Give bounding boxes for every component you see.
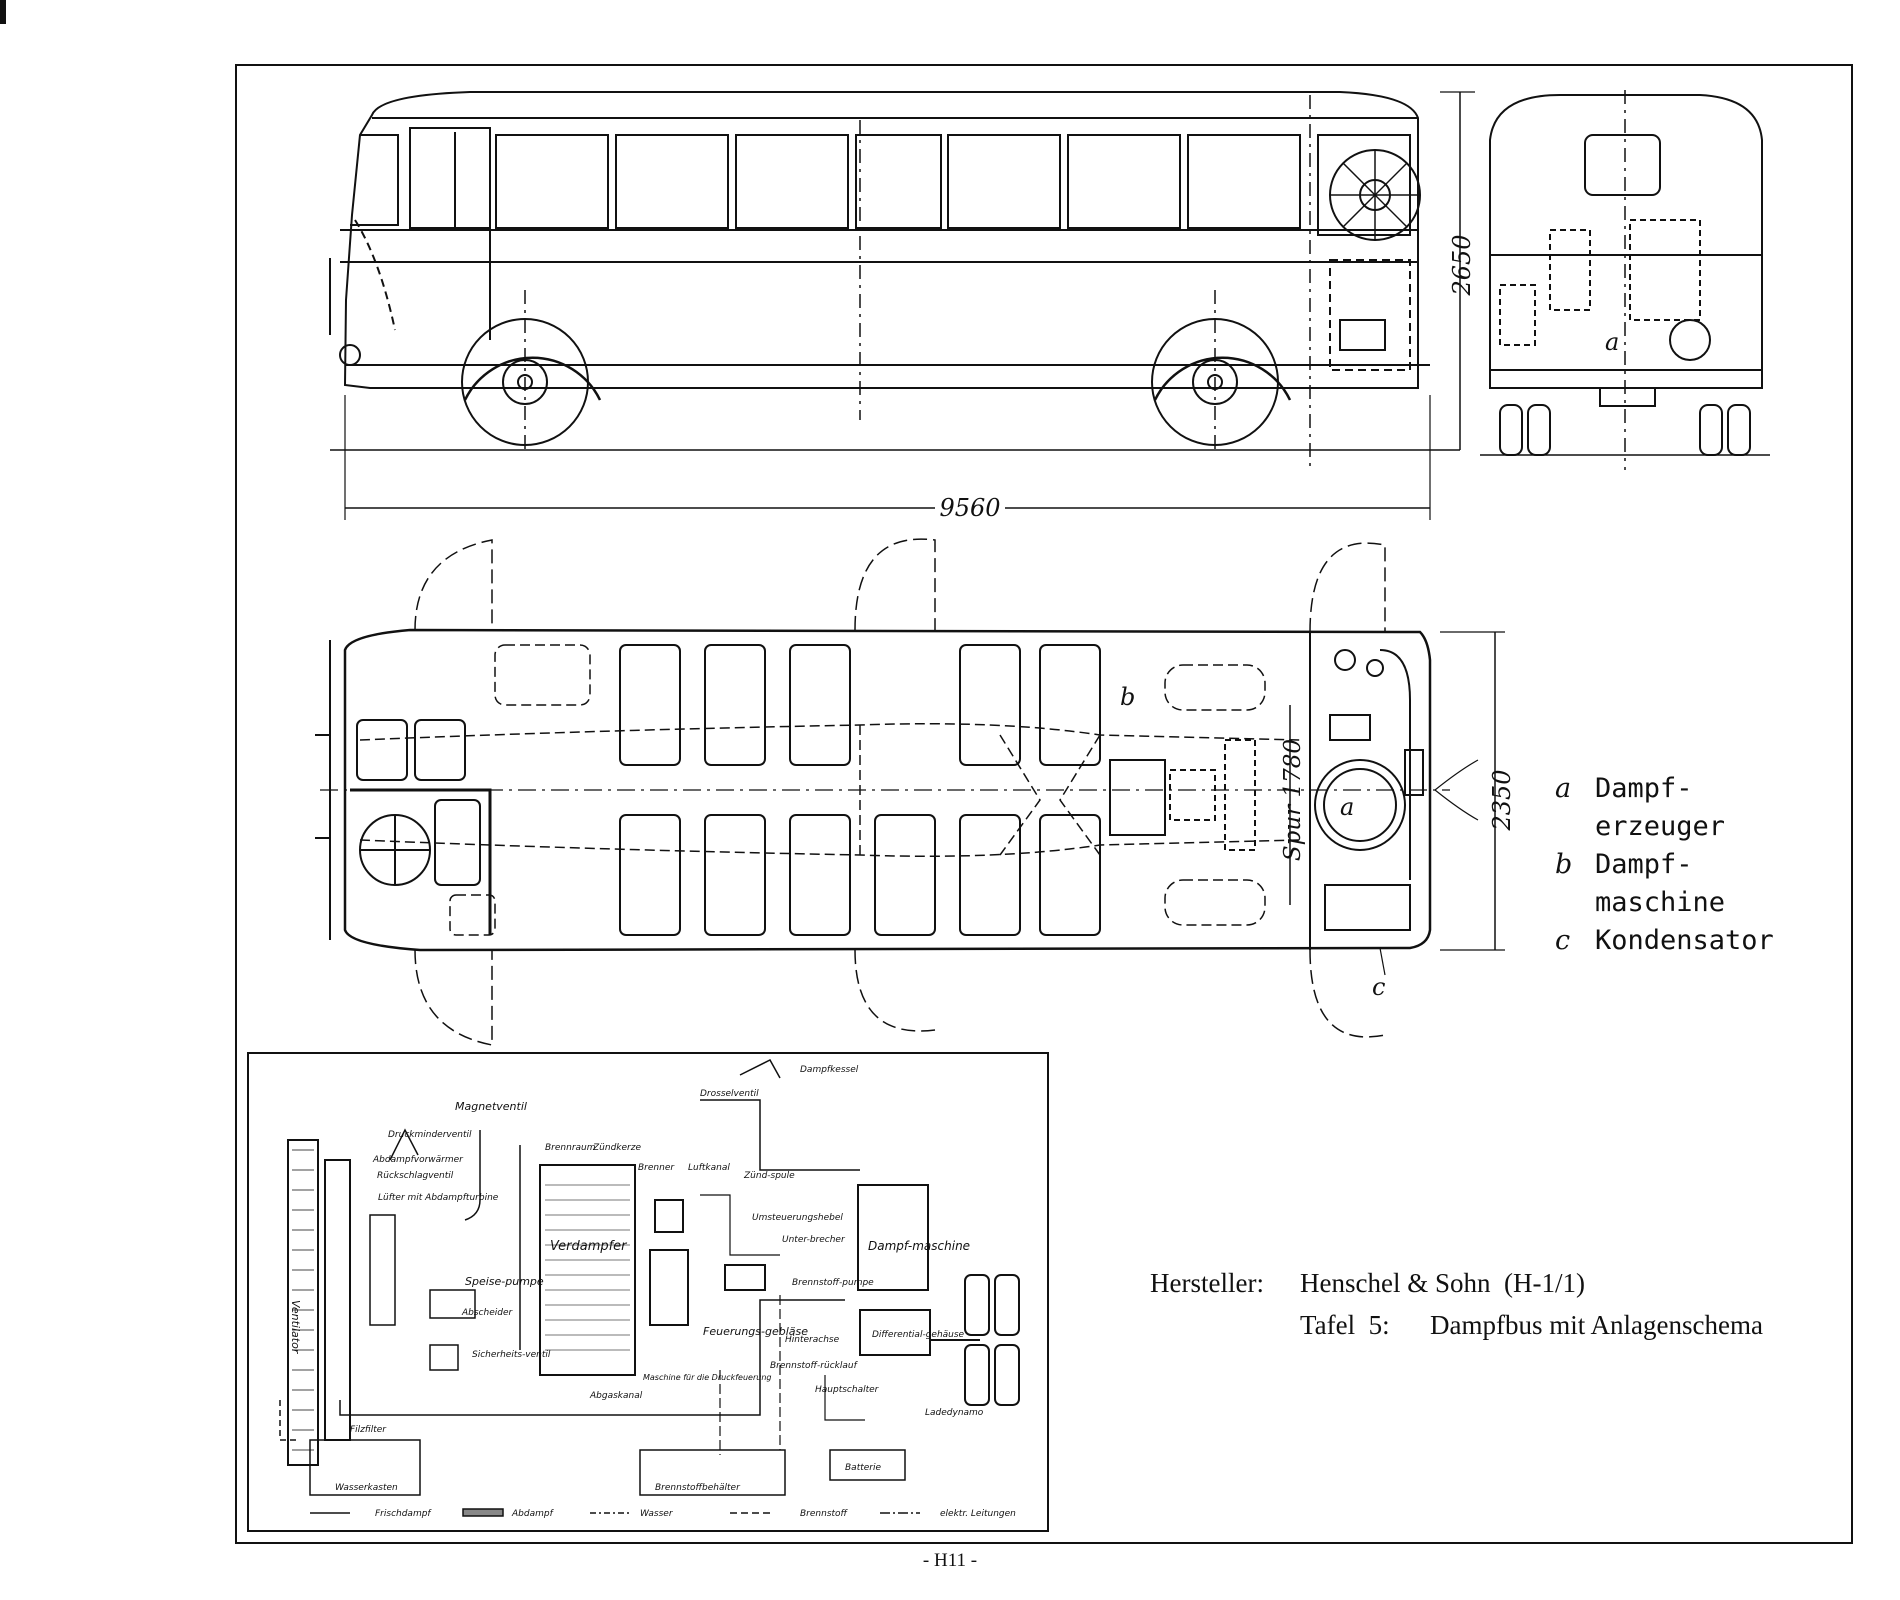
side-elevation-view: 2650 9560 (329, 91, 1476, 522)
schema-label-wasserkasten: Wasserkasten (335, 1483, 398, 1493)
schema-label-ladedynamo: Ladedynamo (925, 1408, 984, 1418)
schema-label-feuerungsgeblaese: Feuerungs-gebläse (703, 1325, 808, 1338)
schema-label-umsteuerungshebel: Umsteuerungshebel (752, 1213, 843, 1223)
schema-label-filzfilter: Filzfilter (350, 1425, 387, 1435)
schema-key-elektr: elektr. Leitungen (940, 1509, 1016, 1519)
schema-label-brennstoffpumpe: Brennstoff-pumpe (792, 1278, 874, 1288)
schema-label-sicherheitsventil: Sicherheits-ventil (472, 1350, 551, 1360)
schema-label-dampfmaschine: Dampf-maschine (868, 1239, 970, 1253)
schema-label-drosselventil: Drosselventil (700, 1089, 759, 1099)
legend-item-b-cont: maschine (1555, 884, 1855, 922)
schema-label-differential: Differential-gehäuse (872, 1330, 965, 1340)
table-label: Tafel 5: (1300, 1310, 1390, 1340)
schema-label-unterbrecher: Unter-brecher (782, 1235, 846, 1245)
legend-key: b (1555, 849, 1573, 880)
schema-label-brenner: Brenner (638, 1163, 675, 1173)
dim-length-label: 9560 (939, 494, 1000, 522)
plan-callout-a: a (1340, 793, 1354, 821)
schema-label-abgaskanal: Abgaskanal (589, 1391, 643, 1401)
schema-label-luefter: Lüfter mit Abdampfturbine (378, 1193, 499, 1203)
schema-label-hauptschalter: Hauptschalter (815, 1385, 880, 1395)
schema-label-magnetventil: Magnetventil (455, 1100, 527, 1113)
schema-label-dampfkessel: Dampfkessel (800, 1065, 859, 1075)
schema-label-abscheider: Abscheider (461, 1308, 513, 1318)
schema-label-brennstoffbehaelter: Brennstoffbehälter (655, 1483, 741, 1493)
schema-label-luftkanal: Luftkanal (688, 1163, 730, 1173)
dim-track-label: Spur 1780 (1280, 739, 1306, 861)
legend-text: Kondensator (1595, 925, 1774, 956)
component-legend: a Dampf- erzeuger b Dampf- maschine c Ko… (1555, 770, 1855, 960)
schema-key-frischdampf: Frischdampf (375, 1509, 432, 1519)
rear-elevation-view: a (1480, 90, 1770, 470)
schema-label-zuendspule: Zünd-spule (743, 1171, 795, 1181)
dim-height-label: 2650 (1448, 234, 1476, 296)
legend-text: erzeuger (1595, 811, 1726, 842)
plan-view: b a c Spur 1780 2350 (315, 538, 1516, 1046)
legend-text: maschine (1595, 887, 1726, 918)
schema-key-wasser: Wasser (640, 1509, 674, 1519)
table-title: Dampfbus mit Anlagenschema (1430, 1310, 1763, 1340)
plate-frame (235, 64, 1853, 1544)
plan-callout-c: c (1372, 973, 1385, 1001)
legend-text: Dampf- (1595, 849, 1693, 880)
schema-label-verdampfer: Verdampfer (550, 1239, 628, 1254)
schema-label-abdampfvorwaermer: Abdampfvorwärmer (372, 1155, 464, 1165)
maker-label: Hersteller: (1150, 1268, 1264, 1298)
legend-key: c (1555, 925, 1571, 956)
page-number: - H11 - (922, 1550, 978, 1571)
rear-callout-a: a (1605, 328, 1619, 356)
scan-corner-mark (0, 0, 6, 24)
maker-value: Henschel & Sohn (H-1/1) (1300, 1268, 1585, 1298)
schema-label-ventilator: Ventilator (289, 1300, 302, 1355)
schema-label-brennstoffrueckl: Brennstoff-rücklauf (770, 1361, 859, 1371)
system-schema: Dampfkessel Drosselventil Magnetventil D… (247, 1052, 1049, 1532)
schema-key-brennstoff: Brennstoff (800, 1509, 849, 1519)
schema-label-maschine-druck: Maschine für die Druckfeuerung (643, 1373, 771, 1382)
schema-label-batterie: Batterie (845, 1463, 881, 1473)
schema-label-rueckschlagventil: Rückschlagventil (377, 1171, 454, 1181)
legend-item-a: a Dampf- (1555, 770, 1855, 808)
legend-item-b: b Dampf- (1555, 846, 1855, 884)
dim-width-label: 2350 (1488, 769, 1516, 831)
plan-callout-b: b (1120, 683, 1135, 711)
schema-label-zuendkerze: Zündkerze (592, 1143, 641, 1153)
plate-credits: Hersteller: Henschel & Sohn (H-1/1) Tafe… (1150, 1262, 1850, 1346)
schema-label-speisepumpe: Speise-pumpe (465, 1275, 544, 1288)
schema-label-hinterachse: Hinterachse (785, 1335, 840, 1345)
schema-label-brennraum: Brennraum (545, 1143, 596, 1153)
legend-item-c: c Kondensator (1555, 922, 1855, 960)
schema-key-abdampf: Abdampf (511, 1509, 555, 1519)
legend-text: Dampf- (1595, 773, 1693, 804)
legend-item-a-cont: erzeuger (1555, 808, 1855, 846)
schema-label-druckminderventil: Druckminderventil (388, 1130, 472, 1140)
legend-key: a (1555, 773, 1572, 804)
